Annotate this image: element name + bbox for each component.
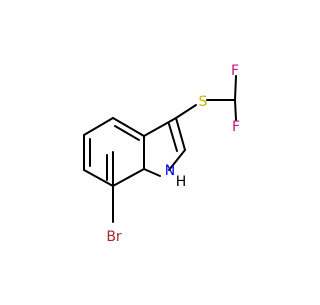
bonds bbox=[83, 75, 237, 223]
double-bond-c3-c2 bbox=[168, 123, 178, 152]
double-bond-inner-2 bbox=[114, 125, 140, 141]
structure-canvas: Br N H S F F bbox=[83, 63, 240, 245]
sulfur-label: S bbox=[199, 94, 208, 110]
bond-c2-n1 bbox=[168, 149, 186, 171]
atom-labels: Br N H S F F bbox=[106, 63, 240, 245]
bond-c3-s bbox=[175, 104, 197, 119]
bond-c7a-c3a bbox=[112, 168, 145, 187]
bond-c3-c2 bbox=[175, 117, 186, 151]
bond-c3a-c3 bbox=[143, 117, 177, 137]
bond-c5-c6 bbox=[83, 117, 114, 136]
bond-c4-c5 bbox=[112, 117, 145, 137]
hydrogen-label: H bbox=[176, 174, 187, 190]
bond-n1-c7a bbox=[143, 168, 161, 177]
molecule-structure: Br N H S F F bbox=[83, 63, 240, 245]
bond-cf2-f-bottom bbox=[234, 99, 237, 121]
bond-cf2-f-top bbox=[234, 75, 237, 101]
fluorine-top-label: F bbox=[231, 63, 239, 79]
bromine-label: Br bbox=[106, 229, 122, 245]
bond-c7-c7ring bbox=[83, 169, 114, 187]
fluorine-bottom-label: F bbox=[232, 119, 240, 135]
nitrogen-label: N bbox=[165, 163, 175, 179]
